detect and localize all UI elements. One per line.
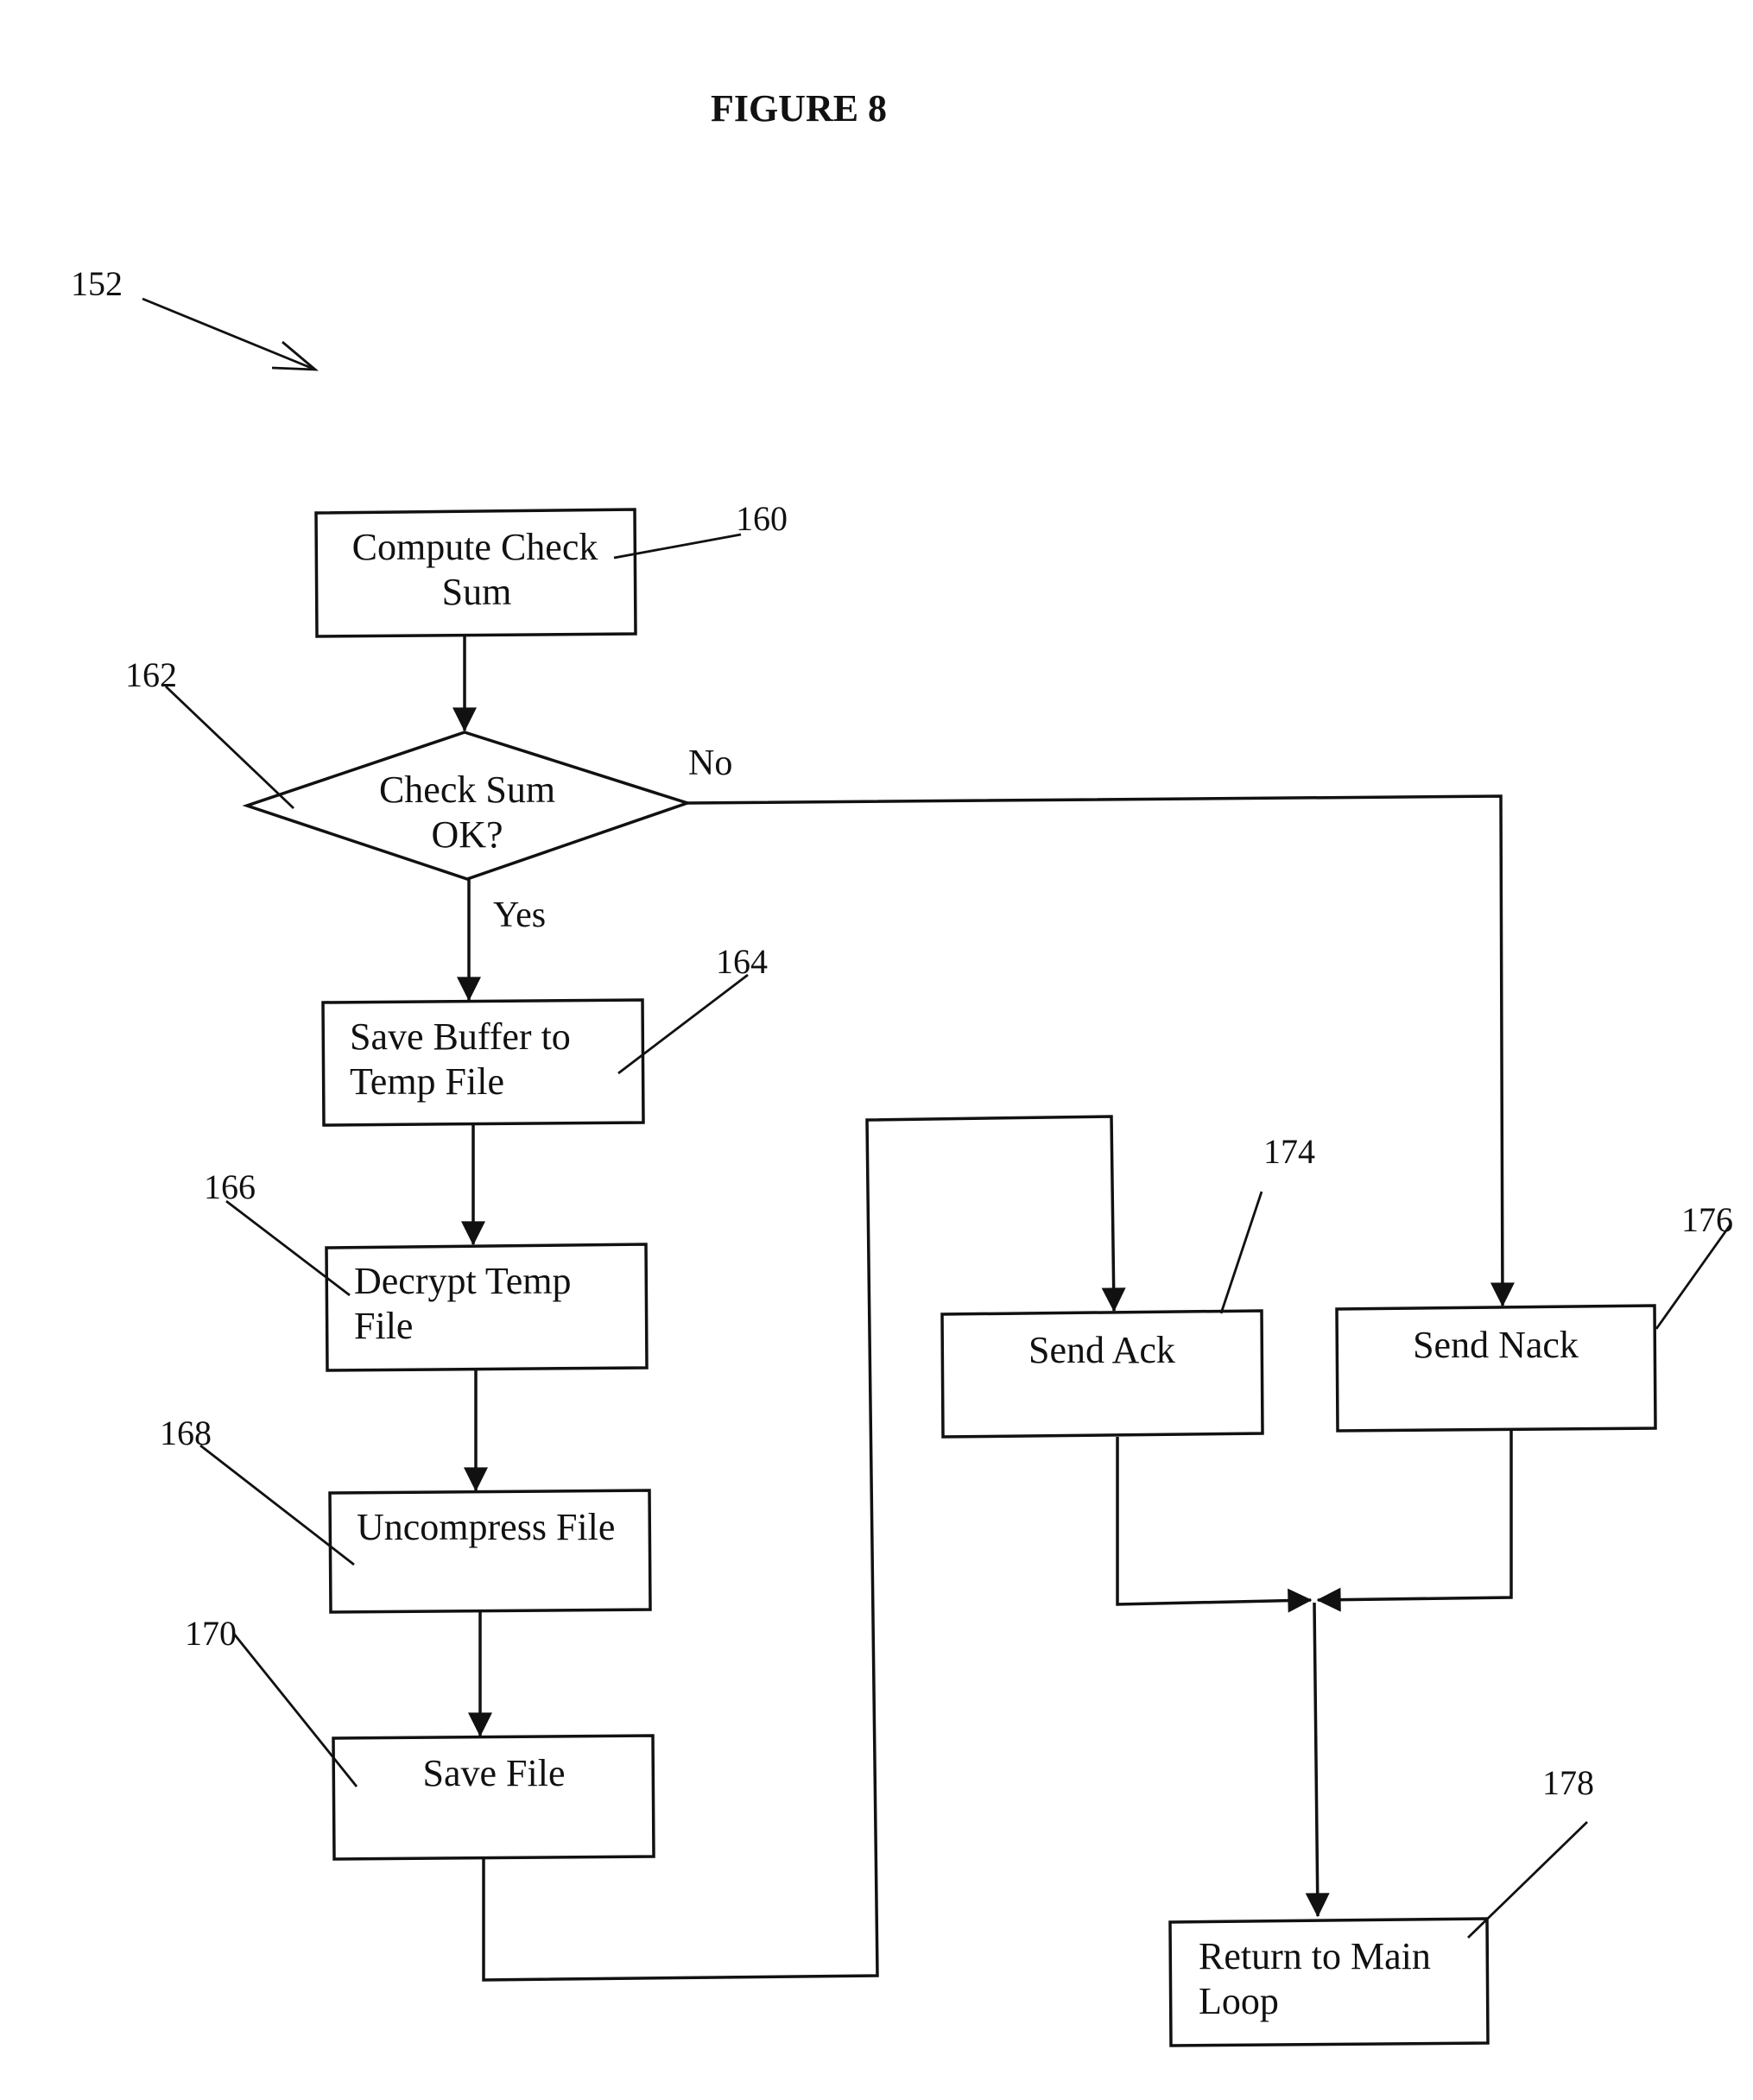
node-decrypt-temp-file: Decrypt Temp File (326, 1244, 647, 1370)
edge-send-nack-to-junction (1318, 1431, 1511, 1600)
ref-170: 170 (185, 1614, 357, 1787)
ref-174-label: 174 (1263, 1132, 1315, 1171)
node-compute-check-sum-line-1: Compute Check (352, 526, 598, 568)
figure-reference-label: 152 (71, 264, 123, 303)
node-return-main-loop-line-1: Return to Main (1199, 1935, 1431, 1977)
node-decrypt-temp-file-line-2: File (354, 1305, 413, 1347)
node-send-ack-label: Send Ack (1028, 1329, 1175, 1371)
edge-send-ack-to-junction (1117, 1437, 1311, 1604)
node-save-buffer-line-1: Save Buffer to (350, 1015, 571, 1058)
node-send-nack-label: Send Nack (1413, 1324, 1579, 1366)
node-compute-check-sum-line-2: Sum (442, 571, 512, 613)
node-return-main-loop-line-2: Loop (1199, 1980, 1279, 2022)
node-save-file: Save File (333, 1736, 654, 1859)
node-uncompress-file: Uncompress File (330, 1490, 650, 1612)
ref-168-label: 168 (160, 1414, 212, 1452)
node-decrypt-temp-file-line-1: Decrypt Temp (354, 1260, 571, 1302)
ref-162: 162 (125, 655, 294, 808)
node-send-nack: Send Nack (1337, 1306, 1655, 1431)
node-send-ack: Send Ack (942, 1311, 1263, 1437)
figure-title: FIGURE 8 (711, 87, 887, 130)
ref-160-label: 160 (736, 499, 788, 538)
ref-170-label: 170 (185, 1614, 237, 1653)
ref-164-label: 164 (716, 942, 768, 981)
node-save-file-label: Save File (423, 1752, 566, 1794)
node-check-sum-ok-decision: Check Sum OK? (247, 732, 687, 879)
ref-174: 174 (1221, 1132, 1315, 1313)
figure-reference-arrow (142, 299, 315, 370)
ref-168: 168 (160, 1414, 354, 1565)
node-save-buffer-to-temp-file: Save Buffer to Temp File (323, 1000, 643, 1125)
node-check-sum-ok-line-2: OK? (431, 813, 503, 856)
node-check-sum-ok-line-1: Check Sum (379, 769, 555, 811)
node-return-to-main-loop: Return to Main Loop (1170, 1919, 1488, 2046)
node-uncompress-file-label: Uncompress File (357, 1506, 615, 1548)
edge-label-yes: Yes (493, 895, 546, 935)
edge-decision-no (687, 796, 1503, 1306)
edge-label-no: No (688, 743, 732, 783)
ref-166-label: 166 (204, 1167, 256, 1206)
ref-176: 176 (1656, 1200, 1733, 1329)
edge-junction-to-return (1314, 1603, 1318, 1916)
ref-178: 178 (1468, 1763, 1594, 1938)
node-save-buffer-line-2: Temp File (350, 1060, 504, 1103)
ref-178-label: 178 (1542, 1763, 1594, 1802)
ref-160: 160 (614, 499, 788, 558)
node-compute-check-sum: Compute Check Sum (316, 509, 636, 636)
